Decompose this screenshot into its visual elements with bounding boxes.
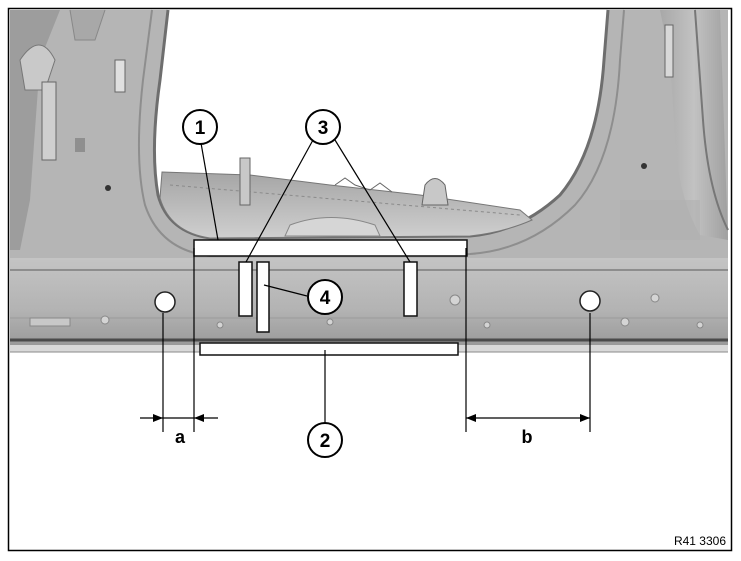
floor-pan-view	[159, 171, 533, 239]
dimension-a-label: a	[175, 427, 186, 447]
part-1-upper-strip	[193, 239, 468, 257]
callout-3: 3	[305, 109, 341, 145]
part-2-lower-strip	[199, 342, 459, 356]
reference-code: R41 3306	[674, 534, 726, 548]
callout-1: 1	[182, 109, 218, 145]
leader-lines	[200, 139, 411, 424]
callout-4: 4	[307, 279, 343, 315]
side-sill	[10, 258, 728, 345]
callout-2: 2	[307, 422, 343, 458]
dimension-b-label: b	[522, 427, 533, 447]
callout-3-label: 3	[318, 118, 329, 139]
dimension-arrows	[153, 414, 590, 422]
callout-1-label: 1	[195, 118, 206, 139]
sill-hole-left	[154, 291, 176, 313]
body-side-panel	[10, 9, 729, 353]
part-3-bracket-left	[238, 261, 253, 317]
sill-hole-right	[579, 290, 601, 312]
callout-2-label: 2	[320, 431, 331, 452]
part-4-bracket	[256, 261, 270, 333]
part-3-bracket-right	[403, 261, 418, 317]
dimension-lines	[140, 248, 591, 432]
callout-4-label: 4	[320, 288, 331, 309]
